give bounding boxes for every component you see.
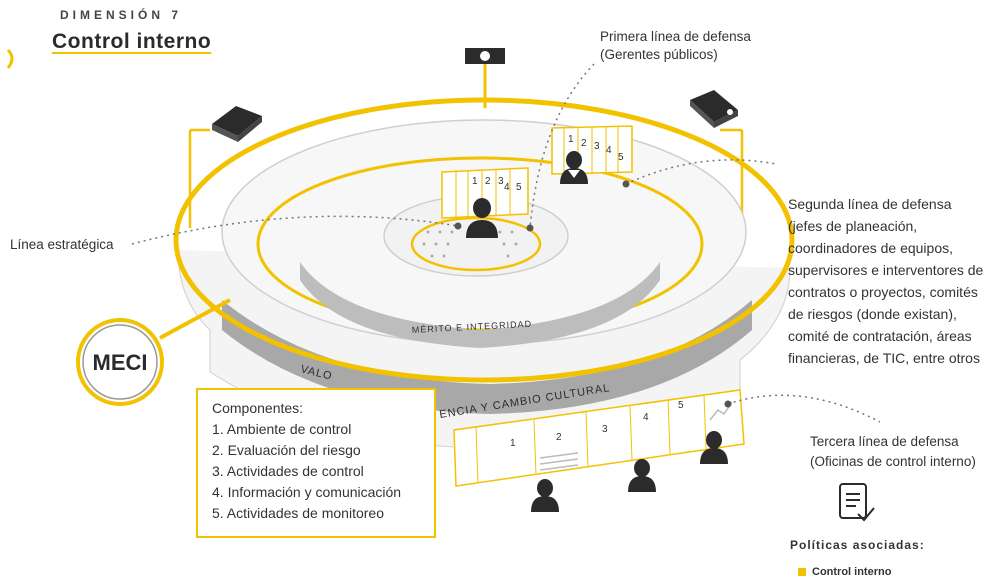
component-item: 5. Actividades de monitoreo [212,505,384,521]
inner-panel-number: 5 [516,182,522,193]
person-icon-bottom-1 [531,479,559,512]
components-heading: Componentes: [212,400,304,416]
person-icon-bottom-2 [628,459,656,492]
outer-panel-number: 4 [643,412,649,423]
inner-panel-number: 3 [498,176,504,187]
policy-bullet [798,568,806,576]
page-title: Control interno [52,30,212,53]
upper-panel-number: 5 [618,152,624,163]
edge-mark [6,48,14,69]
person-icon-bottom-3 [700,431,728,464]
person-icon-central [466,198,498,238]
outer-panel-number: 2 [556,432,562,443]
upper-panel-number: 2 [581,138,587,149]
trend-icon [709,401,733,421]
inner-panel-number: 4 [504,182,510,193]
inner-panel-number: 1 [472,176,478,187]
policy-item-label: Control interno [812,566,892,578]
meci-connector [159,298,231,340]
component-item: 3. Actividades de control [212,463,364,479]
upper-panel-number: 4 [606,145,612,156]
camera-icon [465,48,505,64]
policy-item: Control interno [798,566,891,578]
upper-panels: 1 2 3 4 5 [551,125,633,175]
component-item: 4. Información y comunicación [212,484,402,500]
dimension-eyebrow: DIMENSIÓN 7 [60,8,183,22]
component-item: 1. Ambiente de control [212,421,352,437]
outer-grey-band [222,300,752,414]
person-icon-upper [560,151,588,184]
upper-panel-number: 1 [568,134,574,145]
outer-ring [173,97,795,383]
linea-estrategica-label: Línea estratégica [10,237,114,252]
tercera-linea-label: Tercera línea de defensa (Oficinas de co… [810,434,976,469]
document-check-icon [839,483,875,522]
primera-linea-label: Primera línea de defensa (Gerentes públi… [600,29,751,62]
inner-panel-number: 2 [485,176,491,187]
projector-icon-right [690,90,738,128]
policies-heading: Políticas asociadas: [790,538,925,552]
core-ring [410,216,542,272]
core-dots [422,230,518,258]
outer-panel-number: 5 [678,400,684,411]
components-box: Componentes: 1. Ambiente de control 2. E… [196,388,436,538]
meci-badge-text: MECI [93,350,148,375]
projector-icon-left [212,106,262,142]
inner-grey-band [300,262,660,348]
outer-panel-number: 3 [602,424,608,435]
upper-panel-number: 3 [594,141,600,152]
outer-panel-number: 1 [510,438,516,449]
inner-panels: 1 2 3 4 5 [441,167,529,219]
segunda-linea-label: Segunda línea de defensa (jefes de plane… [788,196,984,366]
leader-lines [131,63,881,423]
component-item: 2. Evaluación del riesgo [212,442,361,458]
meci-badge: MECI [76,318,164,406]
outer-panels: 1 2 3 4 5 [453,389,745,487]
